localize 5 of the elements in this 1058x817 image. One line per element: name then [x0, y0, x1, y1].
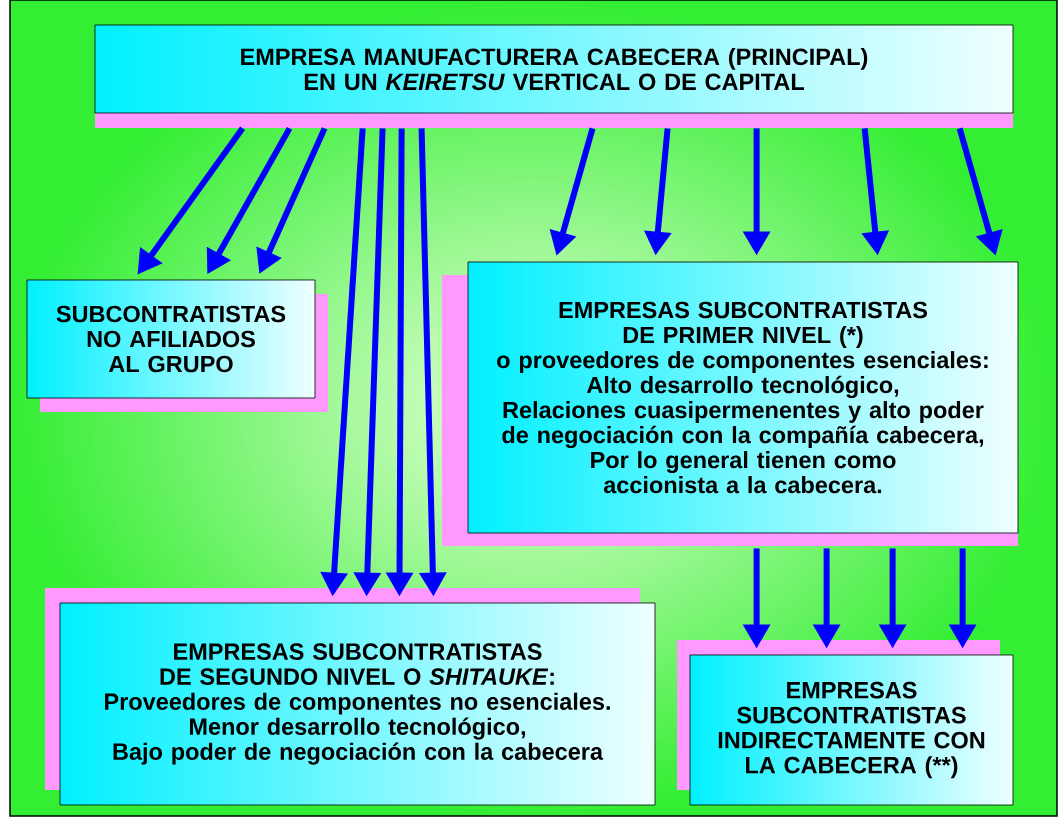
process-box: EMPRESA MANUFACTURERA CABECERA (PRINCIPAL) EN UN KEIRETSU VERTICAL O DE CAPITAL — [94, 24, 1014, 128]
process-box: EMPRESAS SUBCONTRATISTAS INDIRECTAMENTE CON LA CABECERA (**) — [677, 640, 1014, 806]
process-box: SUBCONTRATISTAS NO AFILIADOS AL GRUPO — [26, 279, 328, 412]
process-box: EMPRESAS SUBCONTRATISTAS DE PRIMER NIVEL (*) o proveedores de componentes esenciales: Alto desarrollo tecnológico, Relaciones cuasipermenentes y alto poder de negociación con la compañía cabecera, Por lo general tienen como accionista a la cabecera. — [442, 261, 1019, 546]
process-box: EMPRESAS SUBCONTRATISTAS DE SEGUNDO NIVEL O SHITAUKE: Proveedores de componentes no esenciales. Menor desarrollo tecnológico, Bajo poder de negociación con la cabecera — [45, 588, 656, 806]
